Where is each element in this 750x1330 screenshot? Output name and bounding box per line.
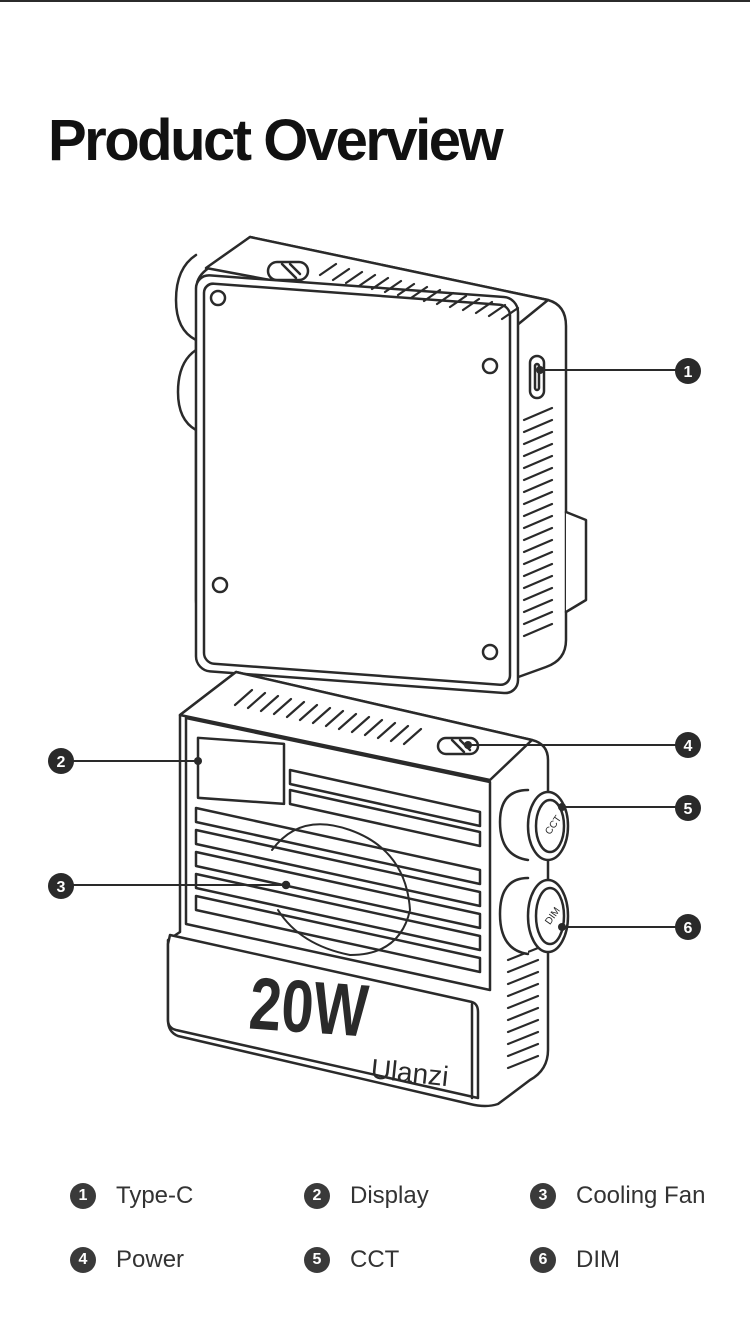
callout-number-3: 3 xyxy=(57,879,66,896)
legend-item-dim: 6 DIM xyxy=(530,1240,620,1280)
device-wattage-text: 20W xyxy=(247,963,371,1054)
callout-number-2: 2 xyxy=(57,754,66,771)
legend-badge: 3 xyxy=(530,1183,556,1209)
callout-dot-3 xyxy=(282,881,290,889)
callout-badge-2 xyxy=(48,748,74,774)
callout-badge-1 xyxy=(675,358,701,384)
top-divider xyxy=(0,0,750,2)
callout-number-4: 4 xyxy=(684,738,693,755)
legend-label: Cooling Fan xyxy=(576,1182,706,1209)
callout-dot-4 xyxy=(464,741,472,749)
legend-item-cct: 5 CCT xyxy=(304,1240,399,1280)
legend-item-cooling-fan: 3 Cooling Fan xyxy=(530,1176,705,1216)
product-diagram: 20W Ulanzi CCT DIM 1 2 3 4 5 6 xyxy=(48,235,701,1108)
legend-item-type-c: 1 Type-C xyxy=(70,1176,193,1216)
callout-badge-3 xyxy=(48,873,74,899)
callout-number-1: 1 xyxy=(684,364,693,381)
legend-badge: 5 xyxy=(304,1247,330,1273)
callout-number-5: 5 xyxy=(684,801,693,818)
legend-label: Power xyxy=(116,1246,185,1273)
legend-badge: 6 xyxy=(530,1247,556,1273)
page-title: Product Overview xyxy=(48,108,504,173)
legend-badge: 1 xyxy=(70,1183,96,1209)
callout-badge-5 xyxy=(675,795,701,821)
legend-label: DIM xyxy=(576,1246,620,1273)
callout-dot-5 xyxy=(558,803,566,811)
legend-item-display: 2 Display xyxy=(304,1176,429,1216)
legend-badge: 2 xyxy=(304,1183,330,1209)
legend-label: Display xyxy=(350,1182,429,1209)
callout-dot-6 xyxy=(558,923,566,931)
legend-item-power: 4 Power xyxy=(70,1240,184,1280)
callout-badge-4 xyxy=(675,732,701,758)
device-front-view xyxy=(174,235,588,695)
callout-number-6: 6 xyxy=(684,920,693,937)
legend-label: Type-C xyxy=(116,1182,194,1209)
legend: 1 Type-C 2 Display 3 Cooling Fan 4 Power… xyxy=(0,1160,750,1300)
legend-label: CCT xyxy=(350,1246,400,1273)
callout-dot-1 xyxy=(536,366,544,374)
callout-badge-6 xyxy=(675,914,701,940)
device-back-view xyxy=(166,670,570,1108)
callout-dot-2 xyxy=(194,757,202,765)
legend-badge: 4 xyxy=(70,1247,96,1273)
